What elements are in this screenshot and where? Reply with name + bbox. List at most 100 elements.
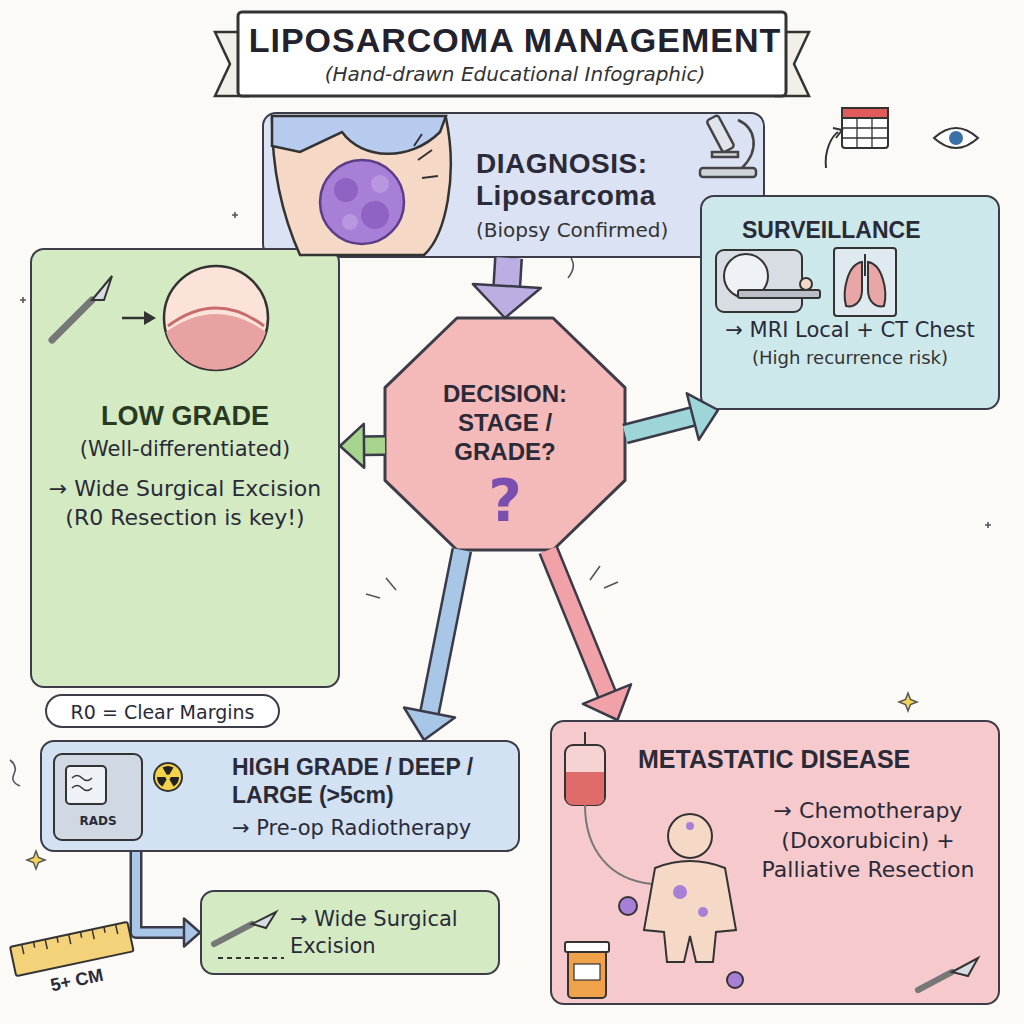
arrow-head (687, 393, 718, 439)
calendar-header (842, 108, 888, 118)
mri-scanner-icon (716, 250, 820, 312)
metastasis (727, 972, 743, 988)
arrow-shaft (548, 550, 607, 694)
arrow-head (404, 708, 455, 741)
process-box: LOW GRADE (Well-differentiated) → Wide Sur… (30, 248, 340, 688)
flow-arrow (473, 258, 541, 318)
ruler-ticks (22, 924, 118, 954)
pill-bottle-icon (565, 942, 609, 998)
calendar-grid (842, 118, 888, 148)
motion-mark (590, 566, 618, 588)
sparkle (20, 297, 26, 303)
microscope-arm (738, 120, 754, 168)
wave-lines (72, 776, 92, 791)
node-heading: SURVEILLANCE (742, 217, 986, 245)
small-arrow (122, 311, 156, 325)
patient-figure (619, 814, 743, 988)
scalpel-handle (52, 300, 92, 340)
sparkle (232, 212, 238, 218)
bottle-cap (565, 942, 609, 952)
subtitle: (Hand-drawn Educational Infographic) (240, 62, 790, 86)
flow-arrow (340, 424, 385, 468)
incision-line (168, 308, 264, 326)
calendar-body (842, 108, 888, 148)
scalpel-icon (214, 912, 284, 958)
patient-head (800, 278, 812, 290)
node-text: (High recurrence risk) (714, 346, 986, 369)
process-box: HIGH GRADE / DEEP / LARGE (>5cm) → Pre-op… (40, 740, 520, 852)
motion-mark (414, 134, 438, 178)
arrow-head (184, 919, 200, 947)
squiggle (10, 760, 20, 786)
flow-arrow (625, 393, 718, 439)
star (899, 693, 917, 711)
radiotherapy-icon (54, 754, 182, 840)
arrow-outline (136, 852, 184, 933)
node-heading: METASTATIC DISEASE (638, 744, 986, 774)
microscope-tube (706, 115, 734, 153)
node-text: → Chemotherapy (Doxorubicin) + Palliativ… (750, 796, 986, 885)
radiation-sign (154, 763, 182, 791)
metastasis (686, 822, 694, 830)
radiation-blade (168, 777, 179, 787)
arrow-outline (364, 435, 385, 456)
motion-mark (366, 578, 396, 598)
cut-line (218, 957, 284, 959)
node-heading: LOW GRADE (46, 400, 324, 432)
arrow-head (340, 424, 364, 468)
patient-body (644, 861, 736, 962)
arrow-outline (507, 258, 509, 286)
ruler-body (10, 922, 134, 976)
skin-section-icon (164, 266, 268, 370)
radiation-centre (166, 775, 171, 780)
ruler-icon (10, 922, 134, 976)
eye-iris (949, 131, 963, 145)
scalpel-icon (918, 958, 978, 990)
metastasis (698, 907, 708, 917)
arrow-outline (430, 550, 462, 713)
tissue-layer (166, 314, 266, 370)
arrow-head (144, 311, 156, 325)
flow-arrow (136, 852, 200, 947)
lung (845, 262, 862, 306)
arrow-shaft (136, 852, 184, 933)
scalpel-icon (52, 276, 112, 340)
node-text: → Pre-op Radiotherapy (232, 815, 508, 842)
machine-window (66, 766, 106, 804)
sparkle (985, 522, 991, 528)
node-text: → Wide Surgical Excision (R0 Resection i… (46, 474, 324, 533)
dimension-label: 5+ CM (21, 959, 133, 1003)
microscope-stage (712, 152, 738, 157)
machine-body (54, 754, 142, 840)
star (27, 851, 45, 869)
scanner-bore (724, 254, 768, 298)
node-heading: HIGH GRADE / DEEP / LARGE (>5cm) (232, 754, 508, 809)
iv-drip-icon (565, 732, 652, 884)
arrow-head (473, 284, 541, 318)
diagram-title: LIPOSARCOMA MANAGEMENT (240, 20, 790, 61)
radiation-blade (157, 777, 168, 787)
decision-octagon: DECISION: STAGE / GRADE?? (385, 318, 625, 550)
arrow-shaft (507, 258, 509, 286)
scanner-bed (738, 290, 820, 298)
lung (868, 262, 885, 306)
flow-arrow (548, 550, 631, 720)
scalpel-handle (918, 972, 952, 990)
metastasis (619, 897, 637, 915)
arrow-outline (548, 550, 607, 694)
node-text: → MRI Local + CT Chest (714, 317, 986, 344)
title-banner (238, 12, 786, 96)
process-box: → Wide Surgical Excision (200, 890, 500, 975)
scanner-body (716, 250, 802, 312)
node-text: (Well-differentiated) (46, 436, 324, 463)
eye-outline (934, 128, 978, 148)
flow-arrow (404, 550, 462, 740)
arrow-shaft (625, 417, 693, 435)
scalpel-blade (252, 912, 276, 928)
microscope-base (700, 168, 756, 177)
drip-bag (565, 745, 605, 805)
eye-icon (934, 128, 978, 148)
scalpel-blade (952, 958, 978, 976)
